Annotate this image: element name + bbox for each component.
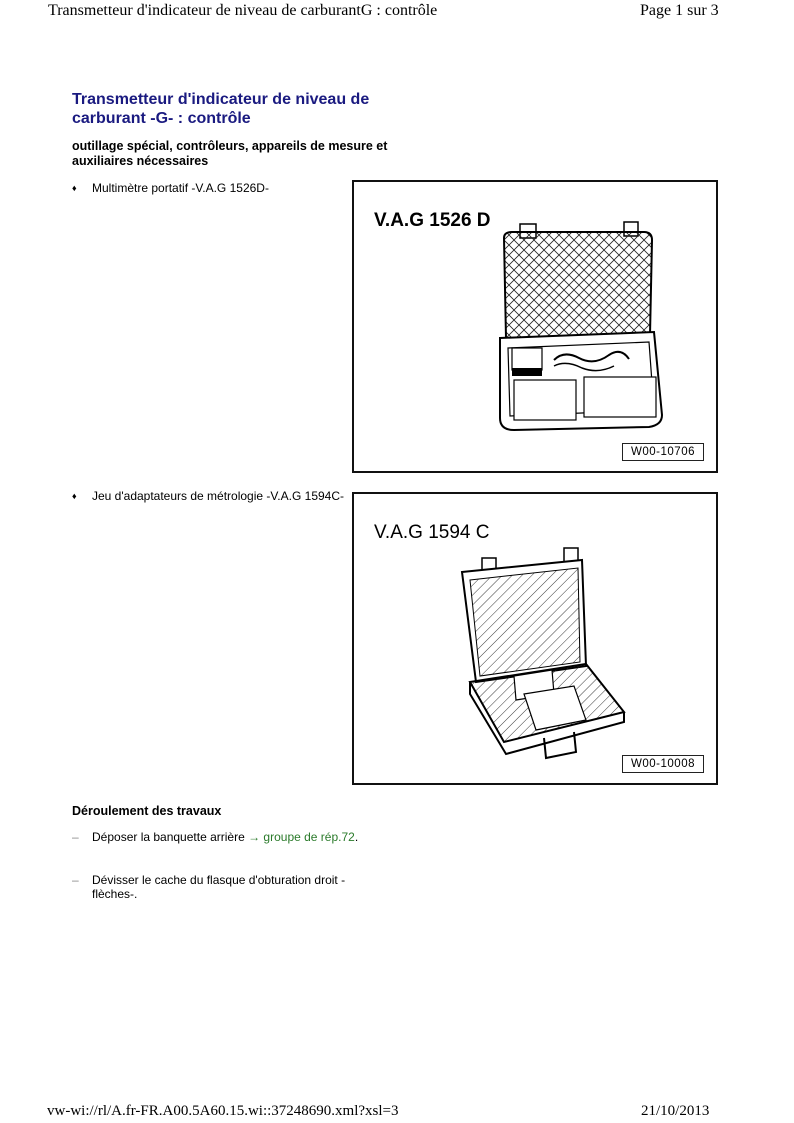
tool-label: Jeu d'adaptateurs de métrologie -V.A.G 1… [92, 489, 344, 503]
figure-label: V.A.G 1526 D [374, 210, 491, 231]
step-suffix: . [354, 830, 359, 844]
document-url: vw-wi://rl/A.fr-FR.A00.5A60.15.wi::37248… [47, 1103, 399, 1119]
tool-label: Multimètre portatif -V.A.G 1526D- [92, 181, 269, 195]
figure-code: W00-10706 [622, 443, 704, 461]
page-title: Transmetteur d'indicateur de niveau de c… [72, 91, 370, 127]
tools-subtitle: outillage spécial, contrôleurs, appareil… [72, 139, 388, 168]
figure-multimeter-case: V.A.G 1526 D W00-10706 [352, 180, 718, 473]
page-number: Page 1 sur 3 [640, 2, 719, 19]
figure-label: V.A.G 1594 C [374, 522, 490, 543]
step-text: Déposer la banquette arrière [92, 830, 249, 844]
figure-adapter-case: V.A.G 1594 C W00-10008 [352, 492, 718, 785]
print-footer: vw-wi://rl/A.fr-FR.A00.5A60.15.wi::37248… [0, 1103, 794, 1123]
header-title: Transmetteur d'indicateur de niveau de c… [48, 2, 438, 19]
procedure-heading: Déroulement des travaux [72, 804, 222, 818]
step-text: Dévisser le cache du flasque d'obturatio… [92, 873, 346, 901]
print-date: 21/10/2013 [641, 1103, 710, 1119]
dash-bullet-icon: – [72, 830, 79, 844]
diamond-bullet-icon: ♦ [72, 491, 77, 501]
multimeter-case-illustration [499, 221, 664, 432]
figure-code: W00-10008 [622, 755, 704, 773]
adapter-case-illustration [460, 547, 626, 760]
dash-bullet-icon: – [72, 873, 79, 887]
repair-group-link[interactable]: → groupe de rép.72 [248, 830, 355, 844]
diamond-bullet-icon: ♦ [72, 183, 77, 193]
print-header: Transmetteur d'indicateur de niveau de c… [0, 0, 794, 24]
